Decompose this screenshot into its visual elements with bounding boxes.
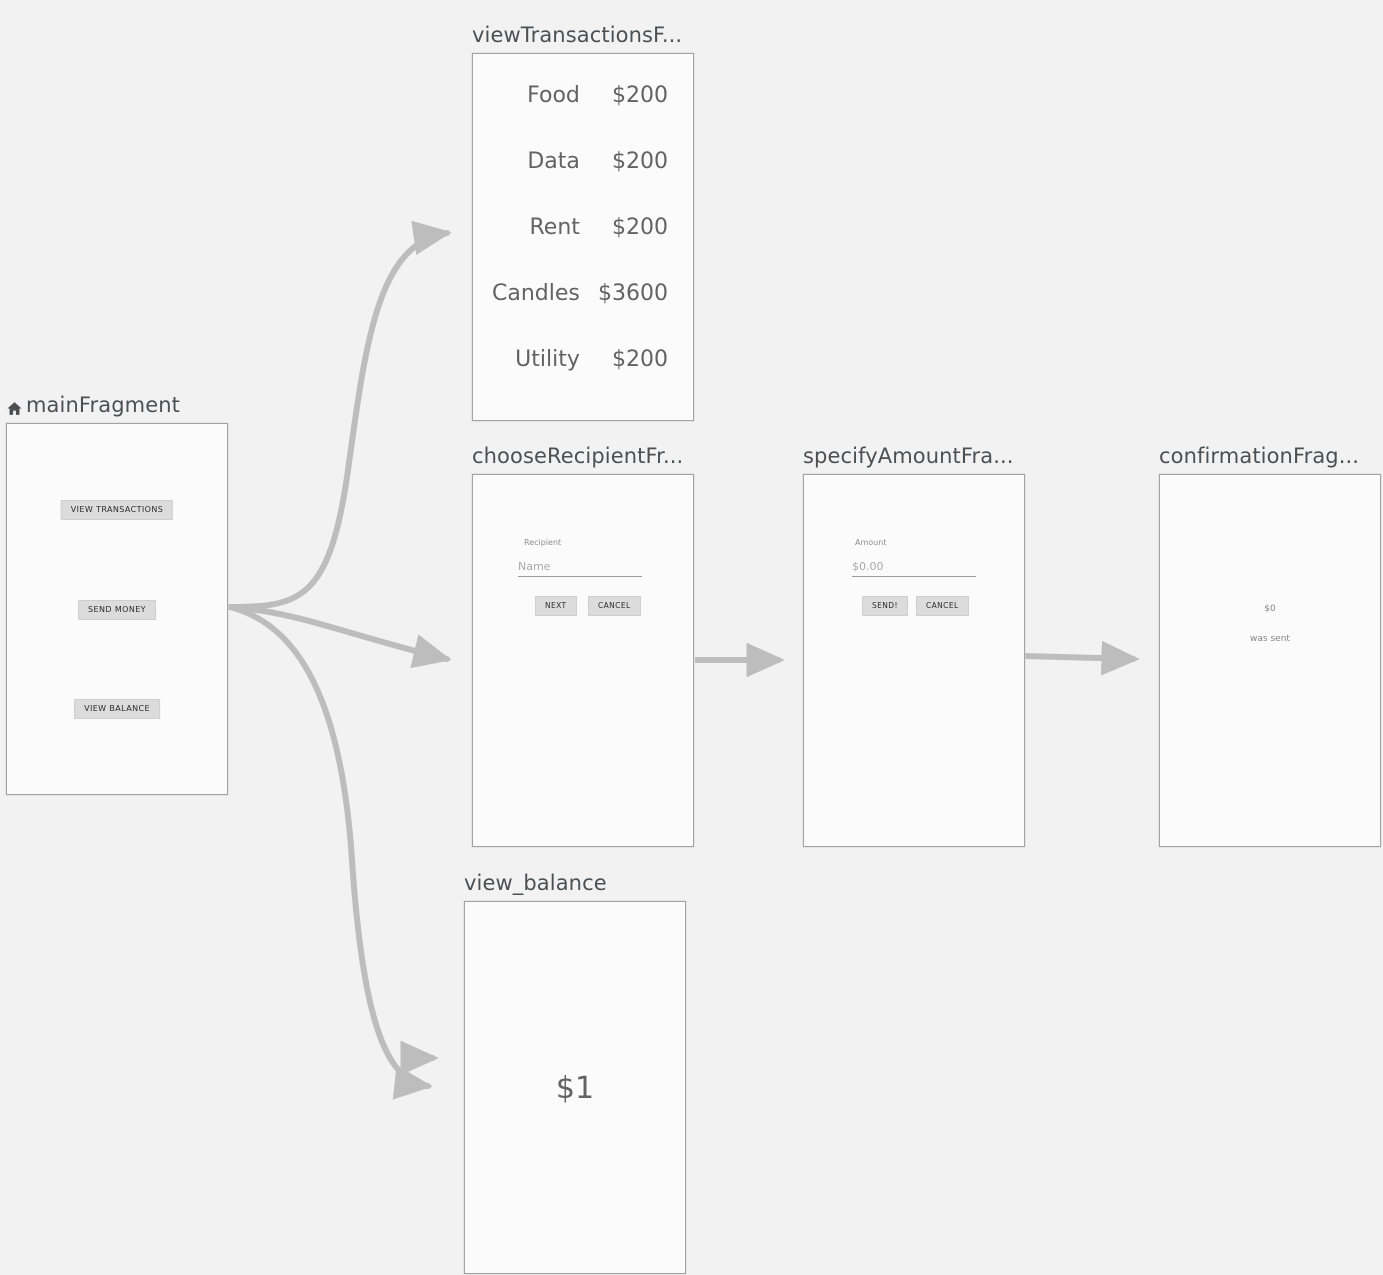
table-row: Rent $200 xyxy=(472,215,694,281)
amount-input[interactable]: $0.00 xyxy=(852,560,976,577)
transaction-name: Rent xyxy=(529,215,580,240)
transactions-list: Food $200 Data $200 Rent $200 Candles $3… xyxy=(472,83,694,413)
transaction-amount: $200 xyxy=(612,149,668,174)
node-label-choose-recipient: chooseRecipientFr... xyxy=(472,444,684,468)
preview-button-view-transactions[interactable]: VIEW TRANSACTIONS xyxy=(60,500,174,520)
edge-main-to-view-transactions xyxy=(227,220,452,610)
node-preview-choose-recipient: Recipient Name NEXT CANCEL xyxy=(472,474,694,847)
preview-button-view-balance[interactable]: VIEW BALANCE xyxy=(74,699,160,719)
node-specify-amount-fragment[interactable]: specifyAmountFra... Amount $0.00 SEND! C… xyxy=(803,444,1025,847)
transaction-name: Candles xyxy=(492,281,580,306)
node-preview-view-balance: $1 xyxy=(464,901,686,1274)
node-preview-main-fragment: VIEW TRANSACTIONS SEND MONEY VIEW BALANC… xyxy=(6,423,228,795)
table-row: Food $200 xyxy=(472,83,694,149)
amount-field-label: Amount xyxy=(855,538,887,547)
node-view-balance-fragment[interactable]: view_balance $1 xyxy=(464,871,686,1274)
node-label-main-fragment: mainFragment xyxy=(6,393,180,417)
node-label-main-fragment-text: mainFragment xyxy=(26,393,180,417)
node-choose-recipient-fragment[interactable]: chooseRecipientFr... Recipient Name NEXT… xyxy=(472,444,694,847)
edge-main-to-choose-recipient xyxy=(227,604,452,669)
confirmation-amount: $0 xyxy=(1264,604,1276,614)
node-label-specify-amount: specifyAmountFra... xyxy=(803,444,1014,468)
node-frame-confirmation xyxy=(1159,474,1381,847)
node-preview-confirmation: $0 was sent xyxy=(1159,474,1381,847)
node-label-view-balance: view_balance xyxy=(464,871,607,895)
node-preview-view-transactions: Food $200 Data $200 Rent $200 Candles $3… xyxy=(472,53,694,421)
transaction-name: Food xyxy=(527,83,580,108)
node-main-fragment[interactable]: mainFragment VIEW TRANSACTIONS SEND MONE… xyxy=(6,393,228,795)
node-label-confirmation: confirmationFrag... xyxy=(1159,444,1360,468)
transaction-amount: $200 xyxy=(612,215,668,240)
node-frame-view-transactions xyxy=(472,53,694,421)
node-frame-specify-amount xyxy=(803,474,1025,847)
node-label-view-transactions: viewTransactionsF... xyxy=(472,23,683,47)
edge-main-to-view-balance xyxy=(227,604,433,1100)
confirmation-message: was sent xyxy=(1250,634,1290,644)
node-frame-main-fragment xyxy=(6,423,228,795)
node-frame-view-balance xyxy=(464,901,686,1274)
node-frame-choose-recipient xyxy=(472,474,694,847)
send-button[interactable]: SEND! xyxy=(862,596,908,616)
transaction-amount: $200 xyxy=(612,83,668,108)
transaction-name: Data xyxy=(527,149,580,174)
recipient-name-input[interactable]: Name xyxy=(518,560,642,577)
transaction-amount: $3600 xyxy=(598,281,668,306)
table-row: Candles $3600 xyxy=(472,281,694,347)
node-confirmation-fragment[interactable]: confirmationFrag... $0 was sent xyxy=(1159,444,1381,847)
cancel-button[interactable]: CANCEL xyxy=(916,596,969,616)
node-preview-specify-amount: Amount $0.00 SEND! CANCEL xyxy=(803,474,1025,847)
table-row: Utility $200 xyxy=(472,347,694,413)
transaction-name: Utility xyxy=(515,347,580,372)
recipient-field-label: Recipient xyxy=(524,538,562,547)
preview-button-send-money[interactable]: SEND MONEY xyxy=(78,600,156,620)
table-row: Data $200 xyxy=(472,149,694,215)
edge-specify-amount-to-confirmation xyxy=(1023,640,1140,676)
transaction-amount: $200 xyxy=(612,347,668,372)
next-button[interactable]: NEXT xyxy=(535,596,577,616)
cancel-button[interactable]: CANCEL xyxy=(588,596,641,616)
balance-amount: $1 xyxy=(555,1071,595,1106)
home-icon xyxy=(6,398,23,415)
node-view-transactions-fragment[interactable]: viewTransactionsF... Food $200 Data $200… xyxy=(472,23,694,421)
